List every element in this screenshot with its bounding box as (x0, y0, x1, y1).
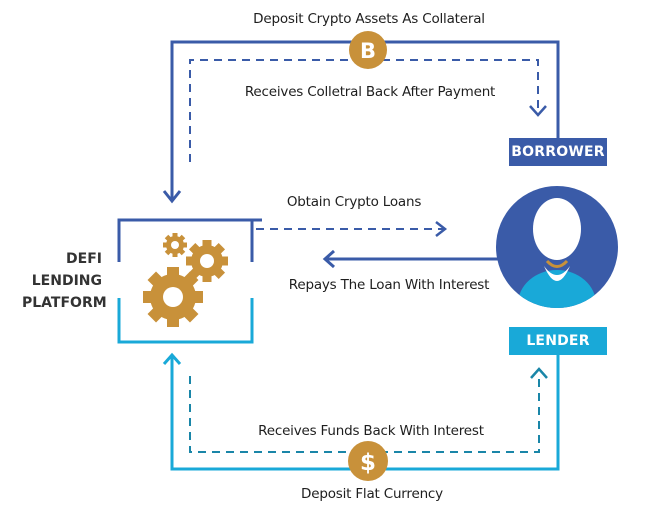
platform-box-top (117, 218, 262, 262)
platform-label-line-2: LENDING (31, 273, 102, 289)
receives-funds-label: Receives Funds Back With Interest (258, 423, 484, 439)
platform-label: DEFI LENDING PLATFORM (22, 248, 107, 314)
lender-tag: LENDER (526, 333, 590, 349)
receives-funds-arrow-line (189, 373, 540, 453)
repays-loan-label: Repays The Loan With Interest (288, 277, 490, 293)
gears-icon (143, 233, 228, 327)
deposit-fiat-label: Deposit Flat Currency (301, 486, 443, 502)
bitcoin-icon: B (349, 31, 387, 69)
user-avatar-icon (496, 186, 618, 308)
platform-label-line-1: DEFI (66, 251, 102, 267)
receives-funds-arrowhead (530, 367, 548, 379)
receives-collateral-label: Receives Colletral Back After Payment (244, 84, 496, 100)
obtain-loans-arrowhead (435, 221, 448, 237)
deposit-fiat-arrowhead (162, 352, 182, 365)
platform-label-line-3: PLATFORM (22, 295, 107, 311)
receives-collateral-arrowhead (529, 105, 547, 117)
deposit-crypto-arrowhead (162, 190, 182, 204)
repays-loan-arrowhead (322, 249, 335, 269)
borrower-tag-bg (509, 138, 607, 166)
receives-collateral-arrow-line (189, 59, 539, 162)
dollar-glyph: $ (360, 450, 376, 476)
obtain-loans-label: Obtain Crypto Loans (286, 194, 422, 210)
borrower-tag: BORROWER (511, 144, 605, 160)
dollar-icon: $ (348, 441, 388, 481)
deposit-crypto-label: Deposit Crypto Assets As Collateral (253, 11, 485, 27)
bitcoin-glyph: B (360, 39, 376, 63)
lender-tag-bg (509, 327, 607, 355)
platform-box-bottom (117, 298, 254, 344)
